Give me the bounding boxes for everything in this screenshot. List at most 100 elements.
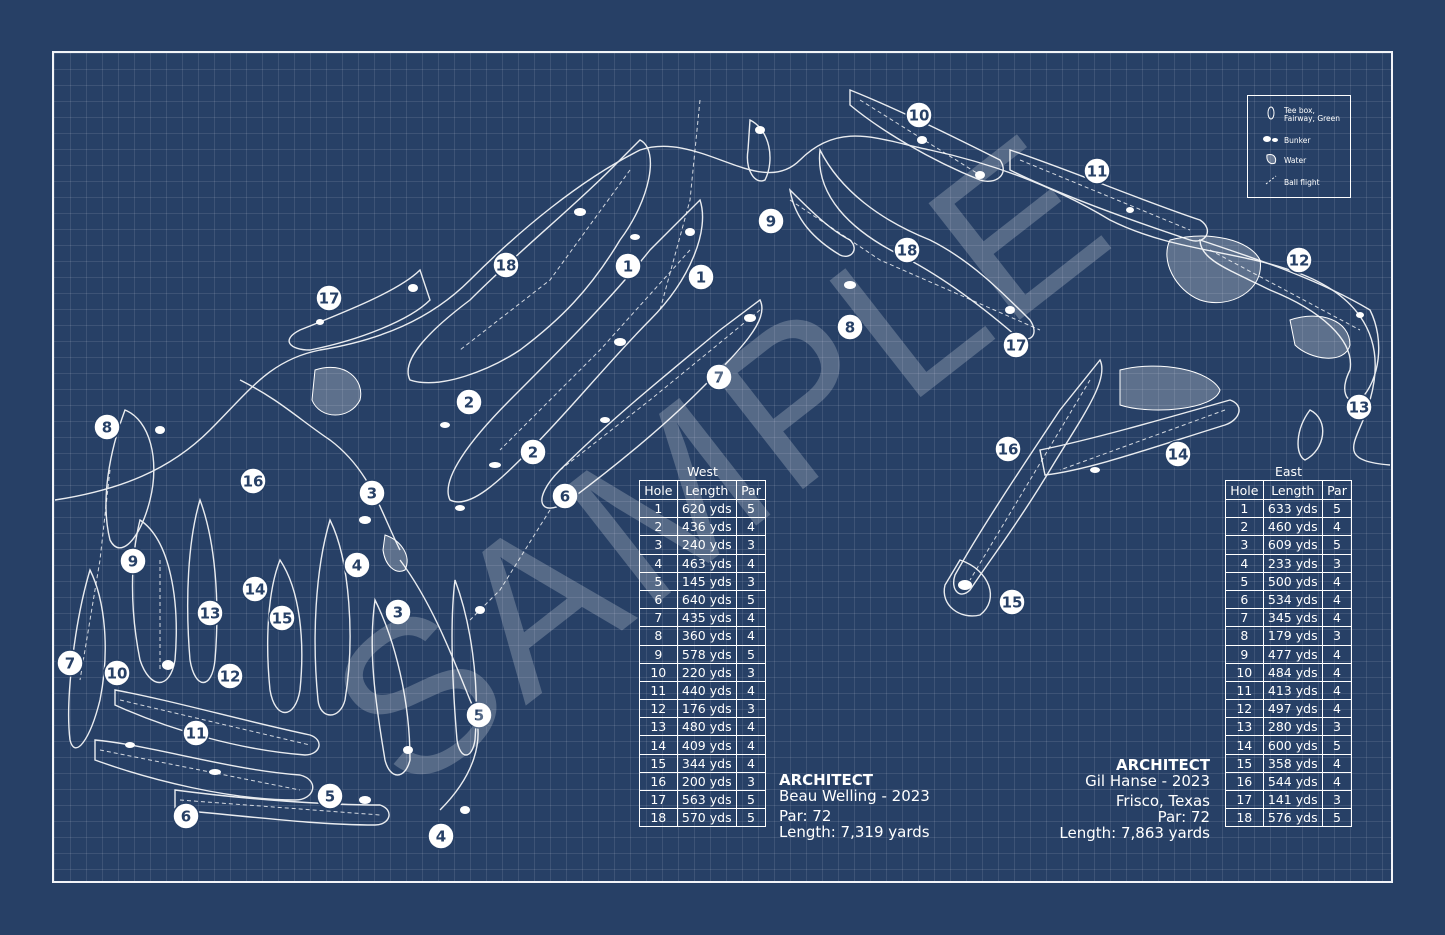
west-cell: 6 <box>639 589 678 610</box>
hole-marker-number: 6 <box>560 488 570 506</box>
east-cell: 5 <box>1321 498 1353 519</box>
east-cell: 345 yds <box>1262 608 1323 628</box>
map-hole-marker: 13 <box>196 599 224 627</box>
hole-marker-number: 13 <box>1349 399 1370 417</box>
hole-marker-circle <box>315 284 343 312</box>
fairway-outline <box>451 579 477 756</box>
east-cell: 280 yds <box>1262 717 1323 737</box>
tee-fairway-green-icon <box>1267 106 1275 120</box>
bunker <box>359 516 371 524</box>
west-cell: 640 yds <box>676 589 737 610</box>
west-par: Par: 72 <box>779 807 832 825</box>
bunker <box>574 208 586 216</box>
hole-marker-circle <box>705 363 733 391</box>
west-cell: 435 yds <box>676 608 737 628</box>
east-cell: 4 <box>1321 699 1353 719</box>
map-hole-marker: 7 <box>705 363 733 391</box>
hole-marker-number: 12 <box>1289 252 1310 270</box>
east-architect-heading: ARCHITECT <box>1115 756 1210 774</box>
east-location: Frisco, Texas <box>1115 792 1210 810</box>
map-hole-marker: 15 <box>998 588 1026 616</box>
water-area <box>1119 365 1221 411</box>
fairway-outline <box>131 518 177 684</box>
east-cell: 8 <box>1225 626 1264 646</box>
east-cell: 3 <box>1321 717 1353 737</box>
map-hole-marker: 2 <box>519 438 547 466</box>
map-hole-marker: 5 <box>316 782 344 810</box>
east-length: Length: 7,863 yards <box>1059 824 1210 842</box>
east-cell: 460 yds <box>1262 517 1323 537</box>
map-hole-marker: 6 <box>172 802 200 830</box>
bunker <box>600 417 610 423</box>
map-hole-marker: 18 <box>492 251 520 279</box>
bunker <box>744 314 756 322</box>
east-cell: 5 <box>1321 735 1353 755</box>
east-cell: 358 yds <box>1262 753 1323 773</box>
east-cell: 18 <box>1225 808 1264 828</box>
west-architect-name: Beau Welling - 2023 <box>779 787 930 805</box>
hole-marker-circle <box>316 782 344 810</box>
hole-marker-number: 17 <box>319 290 340 308</box>
west-cell: 3 <box>735 571 767 591</box>
ball-flight-line <box>79 469 111 681</box>
ball-flight-line <box>499 249 691 451</box>
map-hole-marker: 8 <box>836 313 864 341</box>
hole-marker-number: 9 <box>128 553 138 571</box>
east-cell: 12 <box>1225 699 1264 719</box>
map-hole-marker: 17 <box>1002 331 1030 359</box>
east-cell: 5 <box>1321 808 1353 828</box>
bunker <box>440 422 450 428</box>
west-cell: 360 yds <box>676 626 737 646</box>
hole-marker-number: 8 <box>845 319 855 337</box>
hole-marker-circle <box>1345 393 1373 421</box>
west-cell: 4 <box>639 553 678 573</box>
map-hole-marker: 11 <box>1083 157 1111 185</box>
map-hole-marker: 4 <box>427 822 455 850</box>
ball-flight-line <box>99 749 301 791</box>
map-hole-marker: 18 <box>893 236 921 264</box>
east-cell: 4 <box>1321 608 1353 628</box>
bunker <box>975 171 985 179</box>
bunker <box>209 769 221 775</box>
west-cell: 3 <box>735 771 767 792</box>
west-cell: 440 yds <box>676 680 737 701</box>
west-cell: 11 <box>639 680 678 701</box>
bunker <box>917 136 927 144</box>
east-cell: 4 <box>1321 644 1353 664</box>
hole-marker-number: 11 <box>186 725 207 743</box>
hole-marker-number: 15 <box>272 610 293 628</box>
west-cell: 620 yds <box>676 498 737 519</box>
bunker <box>1126 207 1134 213</box>
ball-flight-line <box>789 199 1041 331</box>
legend-label-bunker: Bunker <box>1284 136 1311 145</box>
bunker-icon <box>1263 136 1278 142</box>
east-cell: 9 <box>1225 644 1264 664</box>
ball-flight-line <box>459 169 631 351</box>
legend-label-tee: Tee box, Fairway, Green <box>1284 106 1341 123</box>
hole-marker-circle <box>757 207 785 235</box>
hole-marker-circle <box>893 236 921 264</box>
hole-marker-number: 1 <box>623 258 633 276</box>
bunker <box>162 660 174 670</box>
west-cell: 4 <box>735 608 767 628</box>
hole-marker-number: 2 <box>464 394 474 412</box>
map-hole-marker: 16 <box>994 435 1022 463</box>
hole-marker-number: 4 <box>352 557 362 575</box>
west-length: Length: 7,319 yards <box>779 823 930 841</box>
ball-flight-line <box>659 99 701 311</box>
west-cell: 3 <box>735 662 767 682</box>
west-cell: 5 <box>735 808 767 828</box>
bunker <box>1005 306 1015 314</box>
